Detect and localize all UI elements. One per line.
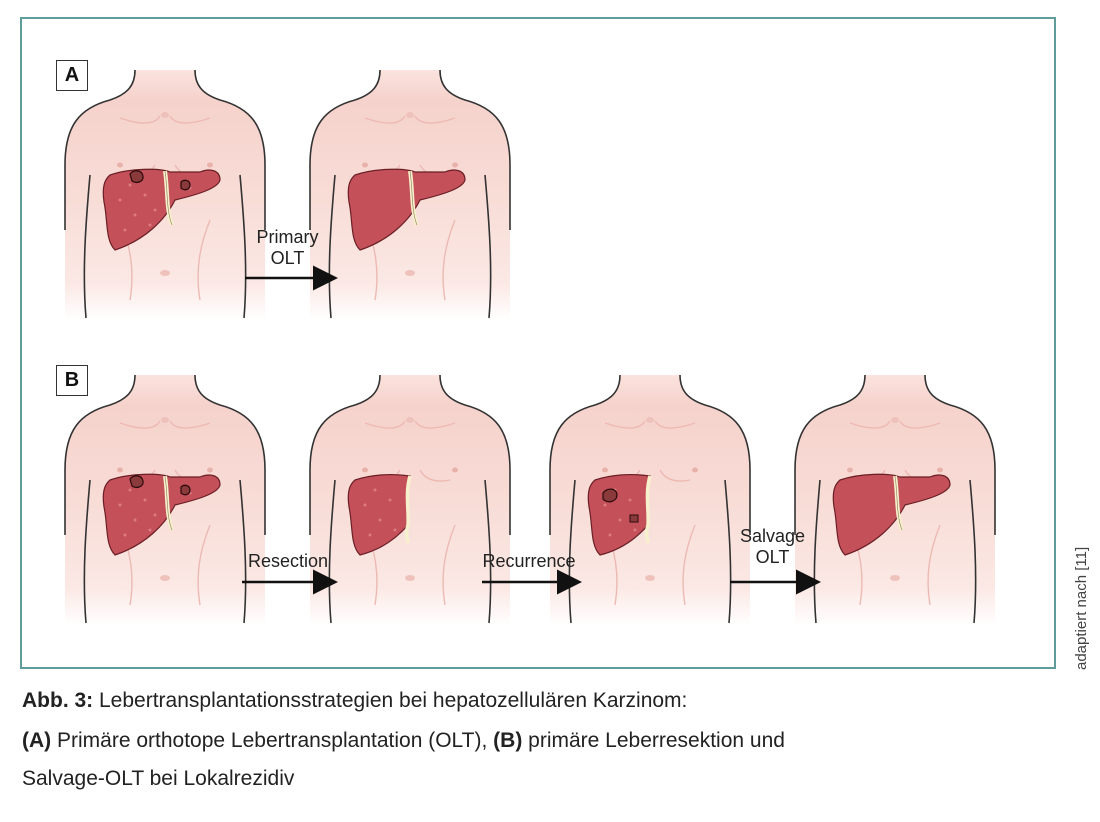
torso-a-before [64, 69, 266, 321]
caption-a-label: (A) [22, 729, 52, 752]
torso-b-recurrence [549, 374, 751, 626]
arrow-label-line1: Salvage [739, 526, 806, 546]
caption-line-2: (A) Primäre orthotope Lebertransplantati… [22, 729, 785, 753]
source-credit: adaptiert nach [11] [1073, 546, 1090, 670]
torso-a-after [309, 69, 511, 321]
arrow-label-line1: Primary [256, 227, 319, 247]
caption-line-1: Abb. 3: Lebertransplantationsstrategien … [22, 689, 687, 713]
arrow-label-recurrence: Recurrence [482, 551, 576, 571]
arrow-label-primary-olt: Primary OLT [240, 227, 335, 269]
arrow-label-salvage-olt: Salvage OLT [725, 526, 820, 568]
torso-b-salvage [794, 374, 996, 626]
caption-b-label: (B) [493, 729, 523, 752]
caption-a-text: Primäre orthotope Lebertransplantation (… [51, 729, 494, 752]
panel-label-b: B [56, 365, 88, 396]
panel-label-a: A [56, 60, 88, 91]
torso-b-initial [64, 374, 266, 626]
figure-frame [20, 17, 1056, 669]
caption-b-text: primäre Leberresektion und [522, 729, 785, 752]
arrow-label-resection: Resection [247, 551, 329, 571]
arrow-label-line2: OLT [755, 547, 790, 567]
caption-title: Lebertransplantationsstrategien bei hepa… [93, 689, 688, 712]
torso-b-resected [309, 374, 511, 626]
caption-figure-label: Abb. 3: [22, 689, 94, 712]
arrow-label-line2: OLT [270, 248, 305, 268]
illustration [64, 69, 996, 626]
caption-line-3: Salvage-OLT bei Lokalrezidiv [22, 767, 295, 790]
